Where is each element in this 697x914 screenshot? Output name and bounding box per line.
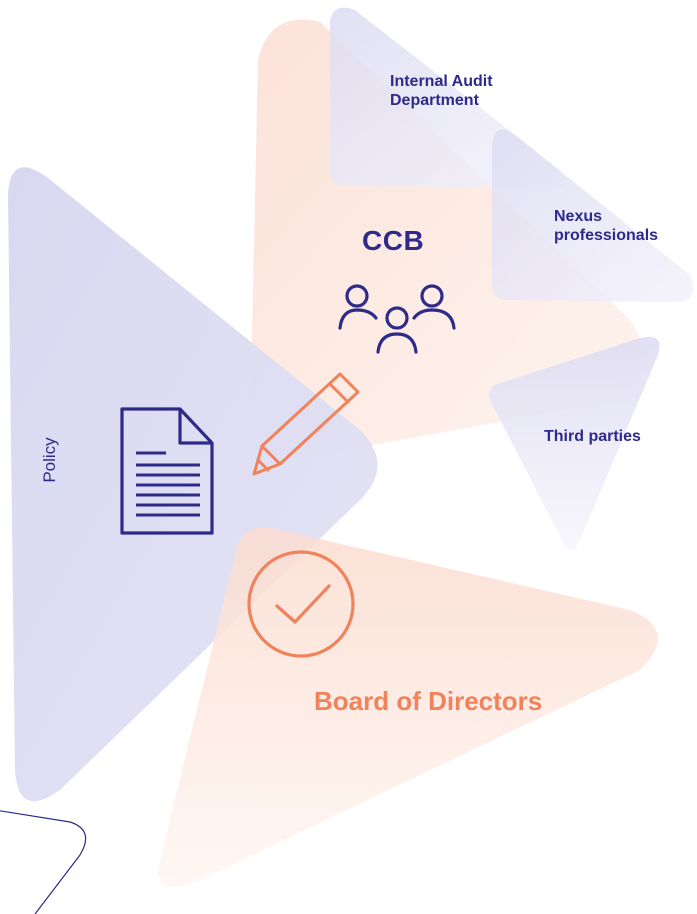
lavender-triangle-third xyxy=(488,336,660,550)
people-group-icon xyxy=(338,284,456,354)
third-parties-label: Third parties xyxy=(544,428,641,445)
pencil-icon xyxy=(252,372,360,476)
internal-audit-label: Internal Audit Department xyxy=(390,73,493,109)
board-of-directors-label: Board of Directors xyxy=(314,686,543,716)
nexus-professionals-label: Nexus professionals xyxy=(554,208,659,244)
checkmark-circle-icon xyxy=(247,550,355,658)
policy-label: Policy xyxy=(40,437,59,483)
outline-shape xyxy=(0,810,87,914)
document-icon xyxy=(120,407,214,535)
lavender-triangle-nexus xyxy=(492,129,694,302)
ccb-label: CCB xyxy=(362,225,425,256)
peach-triangle-board xyxy=(158,527,658,887)
